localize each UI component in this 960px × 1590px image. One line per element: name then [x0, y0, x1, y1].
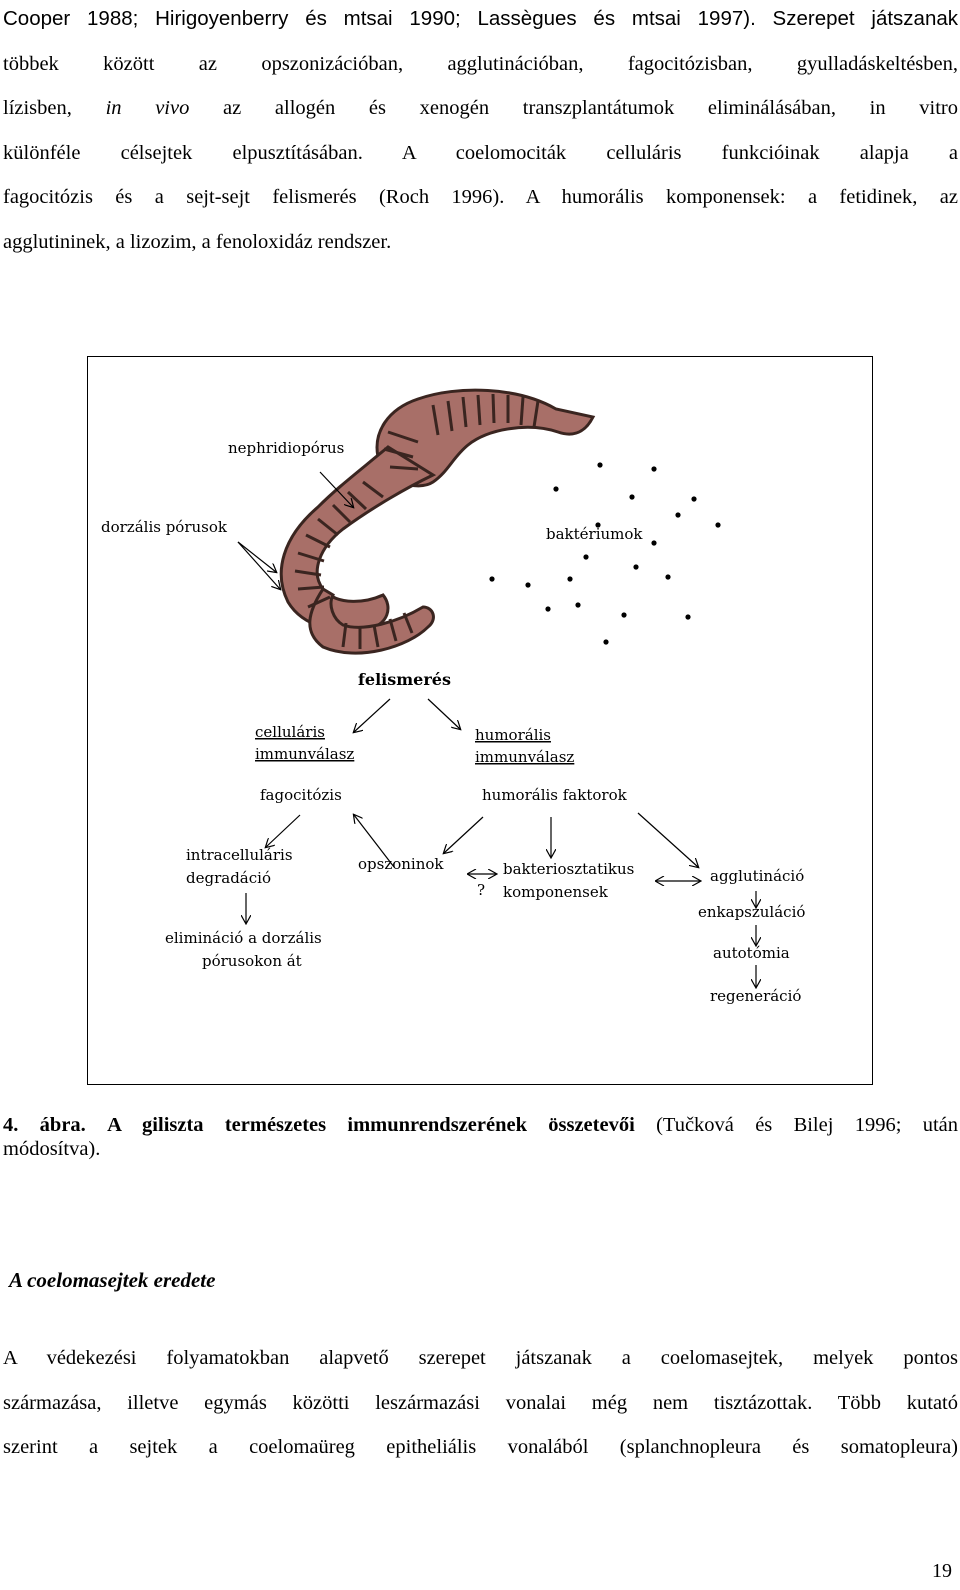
bacterium-dot — [553, 486, 559, 492]
earthworm-illustration — [279, 388, 596, 655]
bacterium-dot — [595, 522, 601, 528]
label-fagocitozis: fagocitózis — [260, 786, 342, 804]
label-humoralis-immunvalasz: immunválasz — [475, 748, 574, 766]
bacterium-dot — [545, 606, 551, 612]
paragraph-line: lízisben, in vivo az allogén és xenogén … — [3, 86, 958, 131]
paragraph-line: Cooper 1988; Hirigoyenberry és mtsai 199… — [3, 7, 958, 30]
paragraph-line: többek között az opszonizációban, agglut… — [3, 52, 958, 75]
bacterium-dot — [715, 522, 721, 528]
arrow-to-intracellularis — [266, 814, 301, 847]
bacterium-dot — [621, 612, 627, 618]
label-degradacio: degradáció — [186, 869, 271, 887]
label-regeneracio: regeneráció — [710, 987, 801, 1005]
paragraph-line: agglutininek, a lizozim, a fenoloxidáz r… — [3, 230, 392, 253]
caption-line: 4. ábra. A giliszta természetes immunren… — [3, 1113, 958, 1137]
label-cellularis-immunvalasz: immunválasz — [255, 745, 354, 763]
arrow-to-opszoninok — [444, 816, 484, 853]
bacterium-dot — [633, 564, 639, 570]
caption-title: A giliszta természetes immunrendszerének… — [107, 1114, 635, 1136]
immune-flowchart: felismerés celluláris immunválasz humorá… — [165, 670, 805, 1005]
section-heading: A coelomasejtek eredete — [9, 1268, 216, 1292]
bacterium-dot — [489, 576, 495, 582]
worm-tail-segment — [308, 586, 435, 655]
label-enkapszulacio: enkapszuláció — [698, 903, 805, 921]
bacterium-dot — [525, 582, 531, 588]
paragraph-line: A védekezési folyamatokban alapvető szer… — [3, 1347, 958, 1369]
label-nephridioporus: nephridiopórus — [228, 439, 344, 457]
label-porusokon-at: pórusokon át — [202, 952, 302, 970]
label-eliminacio: elimináció a dorzális — [165, 929, 322, 947]
diagram-svg: nephridiopórus dorzális pórusok baktériu… — [101, 388, 805, 1005]
arrow-to-agglutinacio — [637, 812, 698, 867]
label-question: ? — [477, 881, 485, 899]
bacterium-dot — [651, 540, 657, 546]
bacterium-dot — [629, 494, 635, 500]
label-felismeres: felismerés — [358, 670, 451, 689]
worm-segment-stripes — [294, 393, 540, 649]
worm-head-segment — [375, 388, 596, 488]
bacterium-dot — [675, 512, 681, 518]
label-humoralis-faktorok: humorális faktorok — [482, 786, 628, 804]
label-dorzalis-porusok: dorzális pórusok — [101, 518, 228, 536]
caption-reference: (Tučková és Bilej 1996; után — [656, 1114, 958, 1136]
arrow-to-cellularis — [354, 698, 391, 732]
paragraph-line: szerint a sejtek a coelomaüreg epitheliá… — [3, 1436, 958, 1458]
bottom-paragraph: A védekezési folyamatokban alapvető szer… — [3, 1336, 958, 1470]
bacterium-dot — [567, 576, 573, 582]
label-agglutinacio: agglutináció — [710, 867, 804, 885]
line-segment: lízisben, — [3, 97, 106, 119]
paragraph-line: származása, illetve egymás közötti leszá… — [3, 1391, 958, 1414]
italic-term: in vivo — [105, 97, 190, 119]
label-opszoninok: opszoninok — [358, 855, 444, 873]
bacterium-dot — [651, 466, 657, 472]
arrow-opszoninok-to-fagocitozis — [354, 815, 395, 868]
arrow-to-humoralis — [427, 698, 460, 729]
page-number: 19 — [932, 1560, 952, 1582]
label-autotomia: autotómia — [713, 944, 790, 962]
caption-line-2: módosítva). — [3, 1138, 101, 1160]
dorzalis-arrow-1 — [237, 541, 276, 572]
bacteria-dots — [489, 462, 721, 645]
bacterium-dot — [691, 496, 697, 502]
label-cellularis: celluláris — [255, 723, 325, 741]
nephridioporus-arrow — [319, 471, 353, 507]
line-segment: az allogén és xenogén transzplantátumok … — [189, 97, 959, 119]
dorzalis-arrow-2 — [237, 541, 280, 589]
label-bakteriosztatikus: bakteriosztatikus — [503, 860, 634, 878]
label-humoralis: humorális — [475, 726, 551, 744]
bacterium-dot — [597, 462, 603, 468]
bacterium-dot — [685, 614, 691, 620]
bacterium-dot — [603, 639, 609, 645]
caption-number: 4. ábra. — [3, 1114, 86, 1136]
figure-caption: 4. ábra. A giliszta természetes immunren… — [3, 1113, 958, 1161]
label-intracellularis: intracelluláris — [186, 846, 293, 864]
bacterium-dot — [583, 554, 589, 560]
paragraph-line: különféle célsejtek elpusztításában. A c… — [3, 141, 958, 164]
label-bakteriumok: baktériumok — [546, 525, 643, 543]
bacterium-dot — [665, 574, 671, 580]
label-komponensek: komponensek — [503, 883, 609, 901]
worm-body-segment — [279, 445, 437, 633]
bacterium-dot — [575, 602, 581, 608]
top-paragraph: Cooper 1988; Hirigoyenberry és mtsai 199… — [3, 0, 958, 264]
figure-earthworm-immune-diagram: nephridiopórus dorzális pórusok baktériu… — [87, 356, 873, 1085]
paragraph-line: fagocitózis és a sejt-sejt felismerés (R… — [3, 186, 958, 208]
